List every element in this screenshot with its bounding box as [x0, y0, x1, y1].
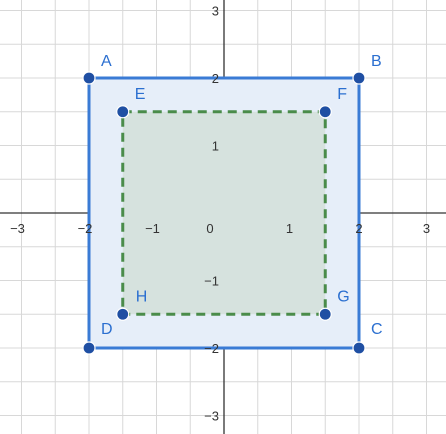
point-d[interactable]	[82, 341, 96, 355]
point-label-b: B	[371, 53, 382, 70]
point-label-e: E	[135, 86, 146, 103]
x-tick-label: 0	[206, 221, 213, 236]
x-tick-label: 3	[423, 221, 430, 236]
point-g[interactable]	[318, 307, 332, 321]
x-tick-label: 1	[286, 221, 293, 236]
point-label-a: A	[101, 53, 112, 70]
x-tick-label: 2	[355, 221, 362, 236]
point-label-c: C	[371, 321, 383, 338]
y-tick-label: −3	[204, 409, 219, 424]
squares	[87, 76, 361, 350]
y-tick-label: −2	[204, 341, 219, 356]
point-label-f: F	[337, 86, 347, 103]
tick-labels: −3 −2 −1 0 1 2 3 3 2 1 −1 −2 −3	[10, 4, 430, 424]
point-f[interactable]	[318, 105, 332, 119]
x-tick-label: −2	[78, 221, 93, 236]
point-label-g: G	[337, 288, 349, 305]
y-tick-label: 1	[212, 139, 219, 154]
vertex-points: A B C D E F G H	[82, 53, 383, 355]
point-e[interactable]	[116, 105, 130, 119]
point-label-d: D	[101, 321, 113, 338]
point-h[interactable]	[116, 307, 130, 321]
point-c[interactable]	[352, 341, 366, 355]
point-label-h: H	[136, 288, 148, 305]
point-a[interactable]	[82, 71, 96, 85]
x-tick-label: −3	[10, 221, 25, 236]
inner-square-efgh	[121, 110, 327, 316]
point-b[interactable]	[352, 71, 366, 85]
y-tick-label: 3	[212, 4, 219, 19]
y-tick-label: 2	[212, 71, 219, 86]
x-tick-label: −1	[145, 221, 160, 236]
y-tick-label: −1	[204, 274, 219, 289]
